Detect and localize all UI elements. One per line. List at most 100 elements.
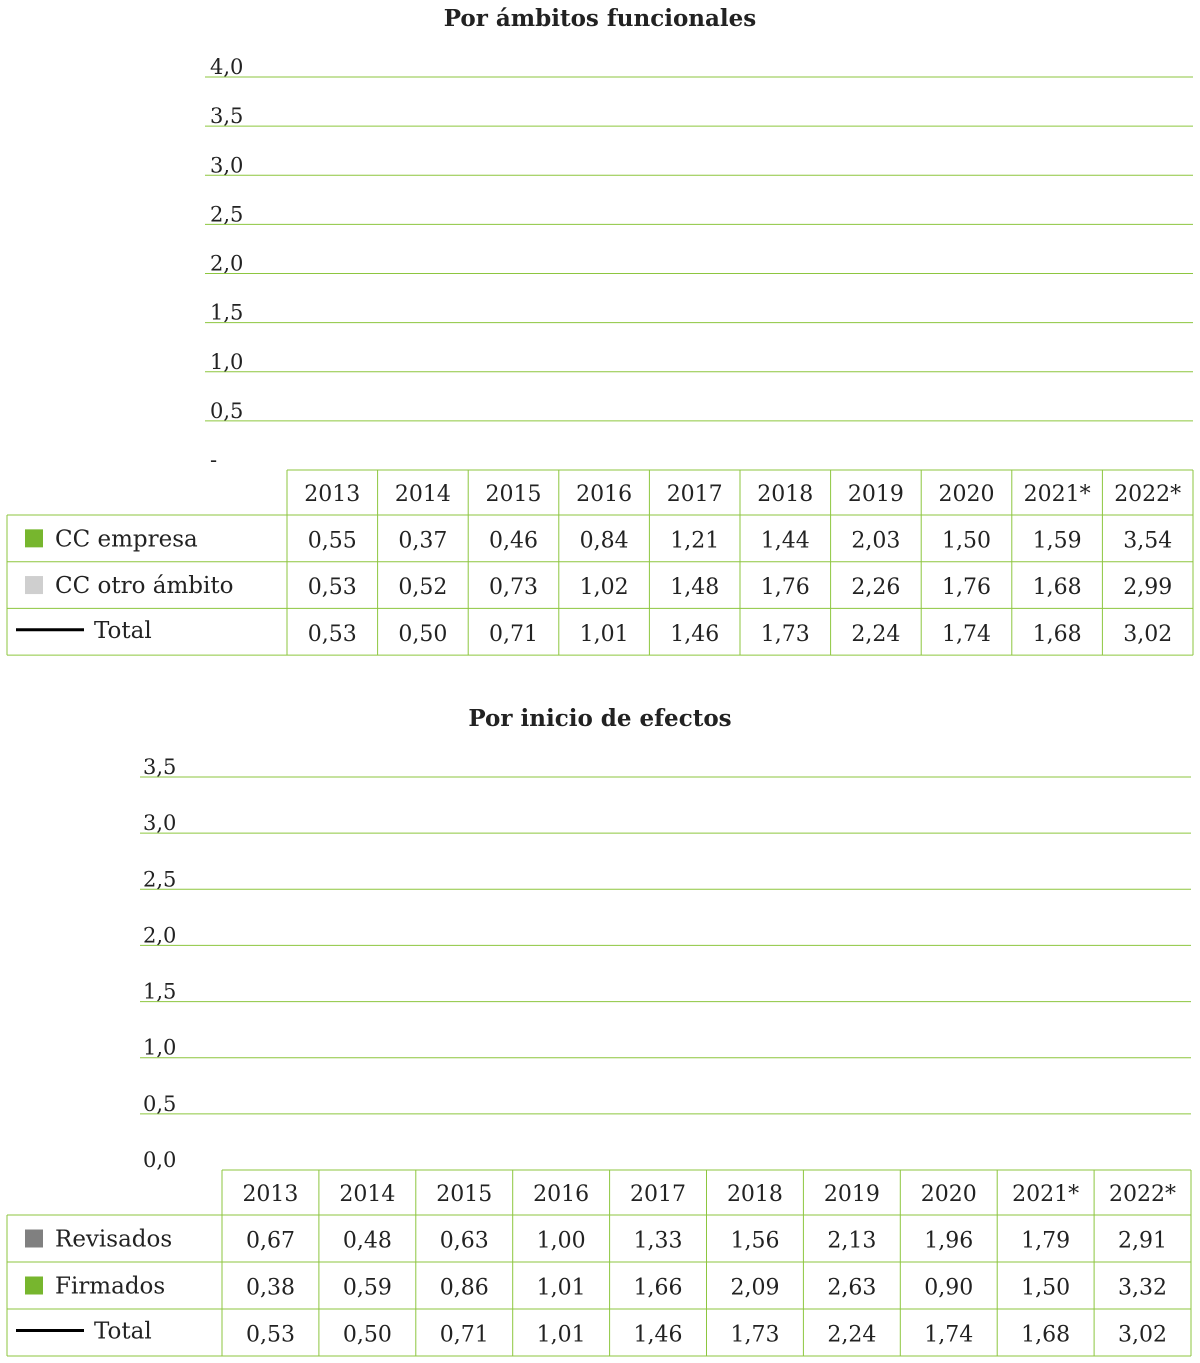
x-category-label: 2016 bbox=[533, 1182, 589, 1207]
data-label: 0,53 bbox=[308, 575, 357, 600]
data-label: 0,73 bbox=[489, 575, 538, 600]
data-label: 0,37 bbox=[398, 528, 447, 553]
legend-label: Total bbox=[94, 1319, 152, 1345]
data-label: 0,53 bbox=[246, 1323, 295, 1348]
data-label: 1,46 bbox=[670, 622, 719, 647]
data-label: 0,59 bbox=[343, 1276, 392, 1301]
data-label: 0,71 bbox=[440, 1323, 489, 1348]
y-tick-label: 0,5 bbox=[210, 399, 243, 423]
x-category-label: 2020 bbox=[939, 482, 995, 507]
data-label: 1,68 bbox=[1021, 1323, 1070, 1348]
data-label: 3,02 bbox=[1123, 622, 1172, 647]
y-tick-label: 1,0 bbox=[210, 350, 243, 374]
x-category-label: 2020 bbox=[921, 1182, 977, 1207]
x-category-label: 2022* bbox=[1114, 482, 1181, 507]
legend-swatch bbox=[25, 1229, 43, 1248]
data-label: 1,76 bbox=[761, 575, 810, 600]
data-label: 0,46 bbox=[489, 528, 538, 553]
data-label: 2,99 bbox=[1123, 575, 1172, 600]
x-category-label: 2016 bbox=[576, 482, 632, 507]
data-label: 2,13 bbox=[827, 1229, 876, 1254]
x-category-label: 2013 bbox=[242, 1182, 298, 1207]
data-label: 0,52 bbox=[398, 575, 447, 600]
data-label: 0,38 bbox=[246, 1276, 295, 1301]
data-label: 0,55 bbox=[308, 528, 357, 553]
data-label: 0,48 bbox=[343, 1229, 392, 1254]
x-category-label: 2015 bbox=[486, 482, 542, 507]
data-label: 2,26 bbox=[851, 575, 900, 600]
data-label: 1,00 bbox=[537, 1229, 586, 1254]
x-category-label: 2014 bbox=[339, 1182, 395, 1207]
x-category-label: 2018 bbox=[757, 482, 813, 507]
legend-swatch bbox=[25, 576, 43, 595]
x-category-label: 2021* bbox=[1012, 1182, 1079, 1207]
data-label: 1,01 bbox=[537, 1276, 586, 1301]
data-label: 2,03 bbox=[851, 528, 900, 553]
legend-label: CC otro ámbito bbox=[55, 573, 233, 599]
legend-label: CC empresa bbox=[55, 526, 198, 552]
data-label: 1,48 bbox=[670, 575, 719, 600]
data-label: 2,09 bbox=[730, 1276, 779, 1301]
data-label: 0,90 bbox=[924, 1276, 973, 1301]
x-category-label: 2017 bbox=[630, 1182, 686, 1207]
x-category-label: 2021* bbox=[1024, 482, 1091, 507]
data-label: 1,59 bbox=[1033, 528, 1082, 553]
data-label: 1,50 bbox=[1021, 1276, 1070, 1301]
data-label: 1,73 bbox=[730, 1323, 779, 1348]
data-label: 0,50 bbox=[343, 1323, 392, 1348]
data-label: 2,24 bbox=[827, 1323, 876, 1348]
x-category-label: 2015 bbox=[436, 1182, 492, 1207]
data-label: 1,46 bbox=[634, 1323, 683, 1348]
chart-title-ambitos: Por ámbitos funcionales bbox=[443, 5, 757, 32]
data-label: 0,53 bbox=[308, 622, 357, 647]
data-label: 1,73 bbox=[761, 622, 810, 647]
data-label: 1,50 bbox=[942, 528, 991, 553]
data-label: 0,50 bbox=[398, 622, 447, 647]
y-tick-label: 4,0 bbox=[210, 55, 243, 79]
data-label: 1,33 bbox=[634, 1229, 683, 1254]
y-tick-label: 3,0 bbox=[143, 811, 176, 835]
data-label: 1,79 bbox=[1021, 1229, 1070, 1254]
x-category-label: 2019 bbox=[848, 482, 904, 507]
y-tick-label: 3,5 bbox=[210, 104, 243, 128]
legend-label: Total bbox=[94, 618, 152, 644]
x-category-label: 2018 bbox=[727, 1182, 783, 1207]
chart-title-inicio-efectos: Por inicio de efectos bbox=[468, 705, 732, 732]
data-label: 3,54 bbox=[1123, 528, 1172, 553]
x-category-label: 2019 bbox=[824, 1182, 880, 1207]
y-tick-label: 0,5 bbox=[143, 1092, 176, 1116]
legend-swatch bbox=[25, 529, 43, 548]
x-category-label: 2013 bbox=[304, 482, 360, 507]
data-label: 1,21 bbox=[670, 528, 719, 553]
x-category-label: 2017 bbox=[667, 482, 723, 507]
data-label: 1,02 bbox=[580, 575, 629, 600]
data-label: 1,96 bbox=[924, 1229, 973, 1254]
x-category-label: 2022* bbox=[1109, 1182, 1176, 1207]
data-label: 2,63 bbox=[827, 1276, 876, 1301]
data-label: 1,74 bbox=[924, 1323, 973, 1348]
data-label: 1,74 bbox=[942, 622, 991, 647]
data-label: 1,68 bbox=[1033, 575, 1082, 600]
legend-label: Firmados bbox=[55, 1274, 165, 1300]
data-label: 3,02 bbox=[1118, 1323, 1167, 1348]
y-tick-label: 0,0 bbox=[143, 1148, 176, 1172]
data-label: 1,01 bbox=[580, 622, 629, 647]
data-label: 1,01 bbox=[537, 1323, 586, 1348]
data-label: 2,91 bbox=[1118, 1229, 1167, 1254]
data-label: 1,76 bbox=[942, 575, 991, 600]
data-label: 0,71 bbox=[489, 622, 538, 647]
y-tick-label: 3,0 bbox=[210, 153, 243, 177]
y-tick-label: 1,0 bbox=[143, 1036, 176, 1060]
data-label: 1,44 bbox=[761, 528, 810, 553]
x-category-label: 2014 bbox=[395, 482, 451, 507]
y-tick-label: 2,5 bbox=[210, 202, 243, 226]
data-label: 1,68 bbox=[1033, 622, 1082, 647]
data-label: 0,86 bbox=[440, 1276, 489, 1301]
data-label: 3,32 bbox=[1118, 1276, 1167, 1301]
y-tick-label: 1,5 bbox=[210, 301, 243, 325]
data-label: 1,56 bbox=[730, 1229, 779, 1254]
data-label: 0,84 bbox=[580, 528, 629, 553]
y-tick-label: 2,5 bbox=[143, 867, 176, 891]
